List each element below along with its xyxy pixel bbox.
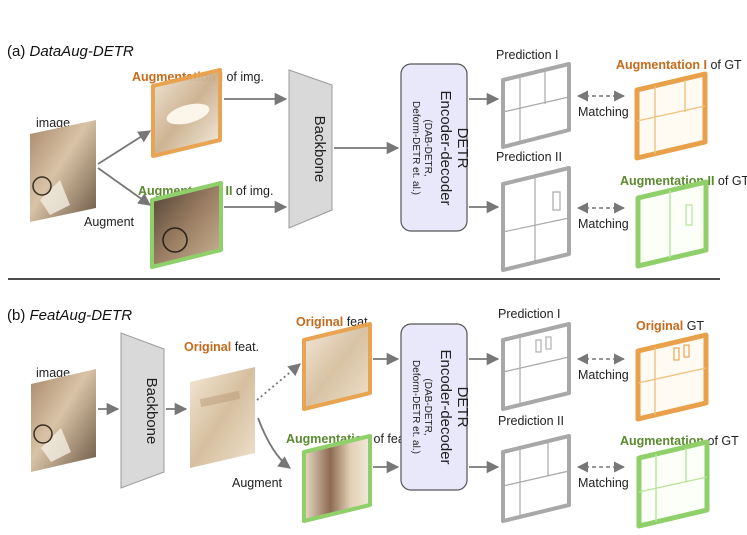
panel-b-orig-feat2-label: Original feat. xyxy=(296,315,371,329)
panel-b-backbone: Backbone xyxy=(120,332,165,489)
panel-b-image-label: image xyxy=(36,366,70,380)
panel-b-matching1-label: Matching xyxy=(578,368,629,382)
panel-a-gt1-label: Augmentation I of GT xyxy=(616,58,742,72)
svg-text:Deform-DETR et. al.): Deform-DETR et. al.) xyxy=(410,101,421,195)
panel-b-gt1-label: Original GT xyxy=(636,319,704,333)
panel-b-orig-feat2-image xyxy=(302,322,372,411)
panel-a-detr-box: DETR Encoder-decoder (DAB-DETR, Deform-D… xyxy=(400,63,471,232)
panel-b-pred1-label: Prediction I xyxy=(498,307,561,321)
panel-b-gt1-box xyxy=(635,332,709,422)
panel-a-pred1-box xyxy=(501,62,571,149)
panel-a-pred1-label: Prediction I xyxy=(496,48,559,62)
panel-a-gt1-box xyxy=(634,71,708,161)
panel-a-matching2-label: Matching xyxy=(578,217,629,231)
panel-b-gt2-label: Augmentation of GT xyxy=(620,434,739,448)
svg-text:DETR: DETR xyxy=(454,128,471,169)
svg-text:Deform-DETR et. al.): Deform-DETR et. al.) xyxy=(410,360,421,454)
panel-a-pred2-label: Prediction II xyxy=(496,150,562,164)
svg-text:Backbone: Backbone xyxy=(143,378,160,445)
panel-b-title: (b) FeatAug-DETR xyxy=(7,307,132,324)
panel-a-image-label: image xyxy=(36,116,70,130)
panel-a-aug1-image xyxy=(151,68,222,158)
svg-text:Encoder-decoder: Encoder-decoder xyxy=(437,90,454,205)
panel-a-input-image xyxy=(30,120,96,222)
arrow-image-to-aug1 xyxy=(97,130,152,165)
panel-a-matching1-label: Matching xyxy=(578,105,629,119)
panel-a-gt2-box xyxy=(635,179,709,269)
svg-text:DETR: DETR xyxy=(454,387,471,428)
panel-b-gt2-box xyxy=(636,439,710,529)
panel-b-pred2-label: Prediction II xyxy=(498,414,564,428)
panel-b-orig-feat-label: Original feat. xyxy=(184,340,259,354)
arrow-b-feat-to-original xyxy=(256,363,301,401)
panel-a-pred2-box xyxy=(501,166,571,272)
panel-a-aug2-image xyxy=(150,181,223,269)
panel-b-matching2-label: Matching xyxy=(578,476,629,490)
panel-b-aug-feat-image xyxy=(302,434,372,523)
panel-a-title: (a) DataAug-DETR xyxy=(7,43,134,60)
panel-b-orig-feat-image xyxy=(190,367,255,468)
panel-b-pred2-box xyxy=(501,434,571,523)
panel-a-augment-label: Augment xyxy=(84,215,135,229)
svg-text:Backbone: Backbone xyxy=(311,116,328,183)
panel-b-detr-box: DETR Encoder-decoder (DAB-DETR, Deform-D… xyxy=(400,323,471,491)
panel-b-input-image xyxy=(31,369,96,472)
svg-text:(DAB-DETR,: (DAB-DETR, xyxy=(422,119,433,176)
arrow-b-feat-to-augment xyxy=(257,417,292,469)
arrow-image-to-aug2 xyxy=(97,167,152,206)
svg-text:Encoder-decoder: Encoder-decoder xyxy=(437,349,454,464)
panel-b-pred1-box xyxy=(501,322,571,411)
panel-b-augment-label: Augment xyxy=(232,476,283,490)
svg-text:(DAB-DETR,: (DAB-DETR, xyxy=(422,378,433,435)
panel-a-backbone: Backbone xyxy=(288,69,333,229)
